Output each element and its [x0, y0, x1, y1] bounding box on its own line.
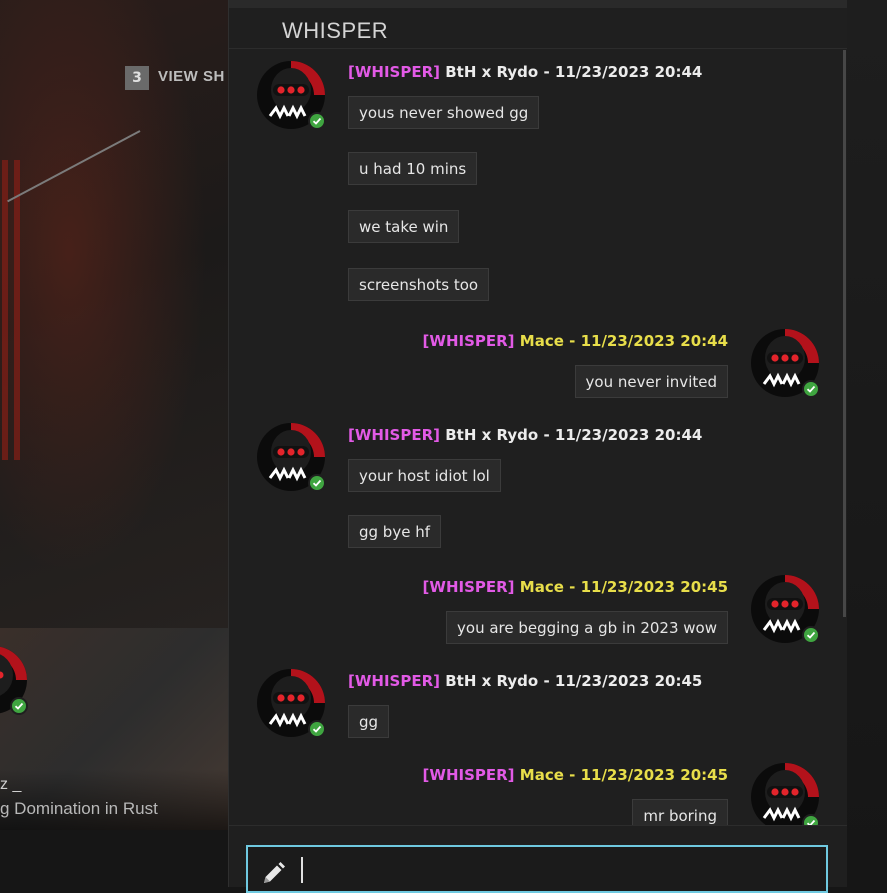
mw3-avatar-icon [0, 646, 27, 714]
game-background [0, 0, 230, 630]
sender-name[interactable]: BtH x Rydo [445, 672, 539, 690]
message-bubble[interactable]: mr boring [632, 799, 728, 825]
sender-name[interactable]: Mace [519, 578, 564, 596]
message-header: [WHISPER] Mace - 11/23/2023 20:45 [423, 766, 728, 784]
whisper-chat-panel: WHISPER [WHISPER] BtH x Rydo - 11/23/202… [228, 0, 847, 893]
message-bubble[interactable]: we take win [348, 210, 460, 243]
message-list[interactable]: [WHISPER] BtH x Rydo - 11/23/2023 20:44 … [229, 49, 839, 825]
view-showcase-label[interactable]: VIEW SH [158, 68, 225, 85]
mw3-avatar-icon [751, 575, 819, 643]
whisper-tag: [WHISPER] [348, 426, 440, 444]
header-separator: - [563, 332, 581, 350]
online-check-icon [308, 474, 326, 492]
message-timestamp: 11/23/2023 20:44 [580, 332, 728, 350]
composer-divider [229, 825, 847, 826]
card-avatar [0, 645, 28, 715]
sender-name[interactable]: Mace [519, 332, 564, 350]
message-timestamp: 11/23/2023 20:44 [554, 63, 703, 81]
whisper-tag: [WHISPER] [348, 63, 440, 81]
online-check-icon [802, 380, 820, 398]
message-scrollbar[interactable] [843, 50, 846, 617]
message-composer[interactable] [246, 845, 828, 893]
step-number-badge: 3 [125, 66, 149, 90]
header-separator: - [538, 63, 555, 81]
card-subtitle: g Domination in Rust [0, 799, 158, 818]
playlist-card[interactable] [0, 628, 228, 830]
message-timestamp: 11/23/2023 20:45 [580, 578, 728, 596]
message-input[interactable] [308, 853, 812, 887]
sender-name[interactable]: BtH x Rydo [445, 63, 539, 81]
message-bubble[interactable]: your host idiot lol [348, 459, 501, 492]
sender-avatar[interactable] [750, 574, 820, 644]
mw3-avatar-icon [257, 669, 325, 737]
sender-avatar[interactable] [750, 328, 820, 398]
message-bubble[interactable]: u had 10 mins [348, 152, 478, 185]
message-header: [WHISPER] BtH x Rydo - 11/23/2023 20:44 [348, 63, 702, 81]
message-bubble[interactable]: gg [348, 705, 390, 738]
message-timestamp: 11/23/2023 20:45 [580, 766, 728, 784]
background-stripe [2, 160, 8, 460]
whisper-tag: [WHISPER] [348, 672, 440, 690]
mw3-avatar-icon [751, 763, 819, 825]
background-stripe [14, 160, 20, 460]
right-background [846, 0, 887, 887]
pencil-icon [264, 862, 285, 883]
online-check-icon [802, 626, 820, 644]
online-check-icon [802, 814, 820, 825]
mw3-avatar-icon [257, 423, 325, 491]
whisper-tag: [WHISPER] [422, 578, 515, 596]
message-bubble[interactable]: gg bye hf [348, 515, 441, 548]
background-line [7, 130, 141, 203]
panel-title: WHISPER [282, 18, 389, 43]
sender-avatar[interactable] [256, 668, 326, 738]
sender-avatar[interactable] [256, 422, 326, 492]
online-check-icon [308, 112, 326, 130]
message-bubble[interactable]: yous never showed gg [348, 96, 540, 129]
online-check-icon [308, 720, 326, 738]
message-header: [WHISPER] Mace - 11/23/2023 20:44 [423, 332, 728, 350]
whisper-tag: [WHISPER] [422, 332, 515, 350]
card-title: z _ [0, 776, 22, 793]
message-bubble[interactable]: screenshots too [348, 268, 490, 301]
text-caret [301, 857, 303, 883]
sender-avatar[interactable] [750, 762, 820, 825]
message-header: [WHISPER] BtH x Rydo - 11/23/2023 20:45 [348, 672, 702, 690]
whisper-tag: [WHISPER] [422, 766, 515, 784]
mw3-avatar-icon [751, 329, 819, 397]
message-header: [WHISPER] BtH x Rydo - 11/23/2023 20:44 [348, 426, 702, 444]
panel-header: WHISPER [229, 8, 847, 49]
message-timestamp: 11/23/2023 20:45 [554, 672, 703, 690]
sender-name[interactable]: Mace [519, 766, 564, 784]
message-bubble[interactable]: you are begging a gb in 2023 wow [446, 611, 728, 644]
mw3-avatar-icon [257, 61, 325, 129]
header-separator: - [563, 578, 581, 596]
header-separator: - [563, 766, 581, 784]
header-separator: - [538, 672, 555, 690]
header-separator: - [538, 426, 555, 444]
message-header: [WHISPER] Mace - 11/23/2023 20:45 [423, 578, 728, 596]
message-timestamp: 11/23/2023 20:44 [554, 426, 703, 444]
sender-name[interactable]: BtH x Rydo [445, 426, 539, 444]
sender-avatar[interactable] [256, 60, 326, 130]
message-bubble[interactable]: you never invited [574, 365, 728, 398]
online-check-icon [10, 697, 28, 715]
panel-top-bar [229, 0, 847, 8]
